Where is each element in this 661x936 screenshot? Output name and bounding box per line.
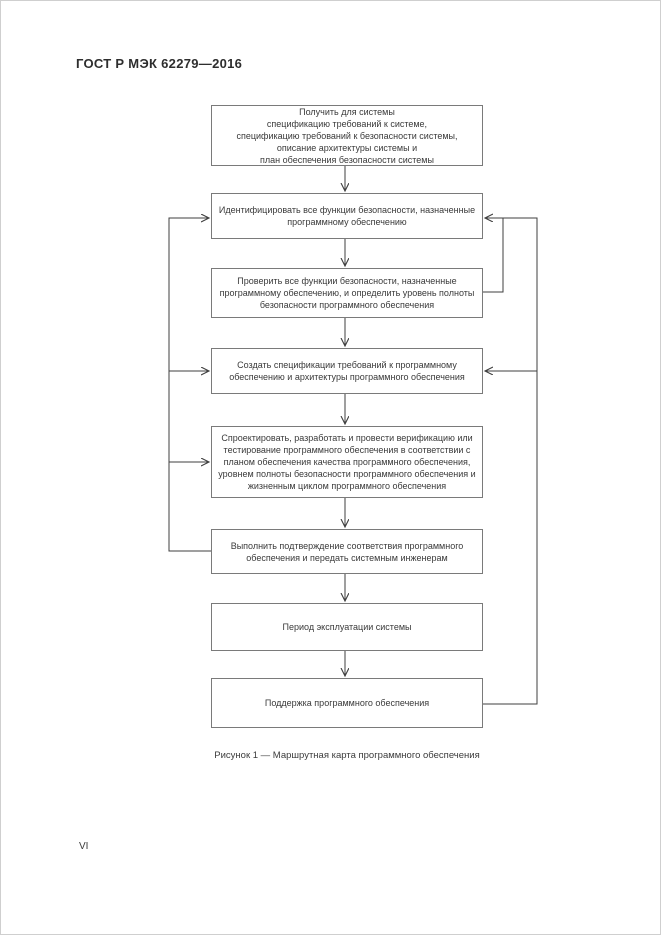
connector-right-inner-box3-to-box2	[483, 218, 504, 293]
flowchart-box-system-operation-period: Период эксплуатации системы	[211, 603, 483, 651]
flowchart-box-software-maintenance: Поддержка программного обеспечения	[211, 678, 483, 728]
flowchart-box-text: Идентифицировать все функции безопасност…	[218, 205, 476, 227]
flowchart-box-text: Получить для системы спецификацию требов…	[236, 106, 458, 165]
connector-right-outer-box8-to-box2	[483, 218, 538, 705]
flowchart-box-create-software-specs: Создать спецификации требований к програ…	[211, 348, 483, 394]
flowchart-box-text: Проверить все функции безопасности, назн…	[219, 276, 475, 310]
flowchart-box-obtain-system-inputs: Получить для системы спецификацию требов…	[211, 105, 483, 166]
figure-caption: Рисунок 1 — Маршрутная карта программног…	[214, 750, 480, 761]
flowchart-box-identify-safety-functions: Идентифицировать все функции безопасност…	[211, 193, 483, 239]
flowchart-box-text: Поддержка программного обеспечения	[264, 698, 430, 708]
document-header-title: ГОСТ Р МЭК 62279—2016	[76, 56, 243, 71]
flowchart-box-text: Выполнить подтверждение соответствия про…	[230, 540, 464, 563]
flowchart-box-verify-safety-functions: Проверить все функции безопасности, назн…	[211, 268, 483, 318]
flowchart-box-text: Спроектировать, разработать и провести в…	[218, 433, 476, 491]
flowchart-box-text: Создать спецификации требований к програ…	[229, 360, 465, 382]
page-number: VI	[79, 841, 89, 852]
flowchart-box-design-develop-verify: Спроектировать, разработать и провести в…	[211, 426, 483, 498]
flowchart-box-validate-and-handover: Выполнить подтверждение соответствия про…	[211, 529, 483, 574]
flowchart-box-text: Период эксплуатации системы	[282, 622, 412, 632]
connector-left-loop-to-box2	[168, 218, 211, 552]
